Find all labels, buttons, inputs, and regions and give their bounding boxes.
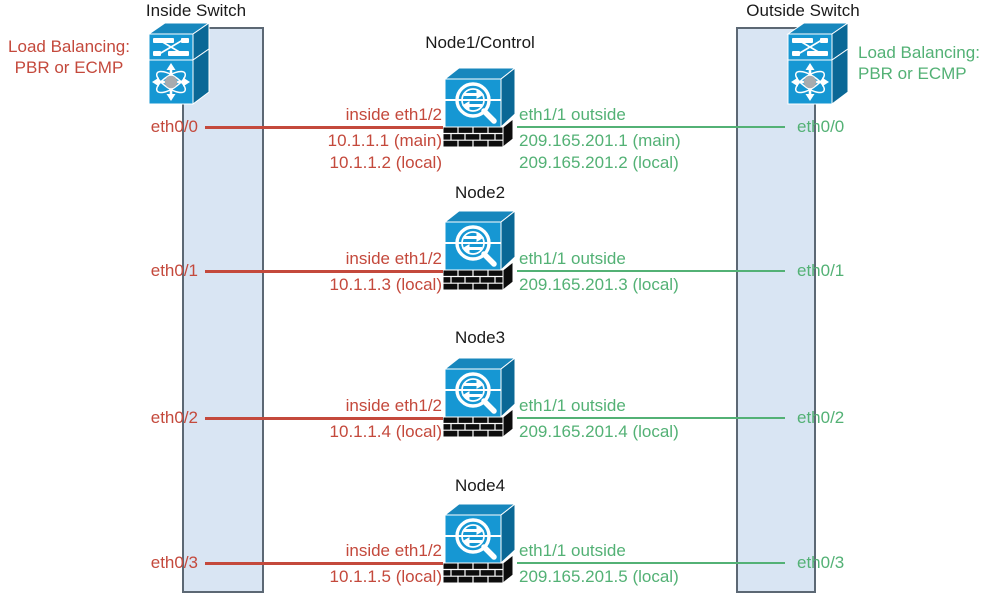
node3-outside-ip-local: 209.165.201.4 (local) (519, 422, 679, 441)
inside-link-node4 (205, 562, 443, 565)
outside-link-node4 (517, 562, 785, 565)
node2-inside-interface-label: inside eth1/2 (345, 249, 442, 268)
outside-load-balancing-line1: Load Balancing: (858, 43, 980, 62)
node2-outside-ip-local: 209.165.201.3 (local) (519, 275, 679, 294)
node3-title: Node3 (454, 328, 506, 347)
node3-outside-interface-label: eth1/1 outside (519, 396, 626, 415)
node3-inside-ip-list: 10.1.1.4 (local) (250, 421, 442, 443)
node1-inside-ip-list: 10.1.1.1 (main) 10.1.1.2 (local) (250, 130, 442, 174)
node1-outside-ip-list: 209.165.201.1 (main) 209.165.201.2 (loca… (519, 130, 729, 174)
outside-port-label-eth0-2: eth0/2 (797, 408, 845, 427)
node4-inside-interface-label: inside eth1/2 (345, 541, 442, 560)
inside-link-node2 (205, 270, 443, 273)
node2-firewall-icon (443, 210, 517, 290)
inside-port-label-eth0-1: eth0/1 (150, 261, 198, 280)
outside-load-balancing-label: Load Balancing: PBR or ECMP (858, 42, 994, 84)
outside-port-label-eth0-0: eth0/0 (797, 117, 845, 136)
node4-inside-ip-list: 10.1.1.5 (local) (250, 566, 442, 588)
node3-outside-ip-list: 209.165.201.4 (local) (519, 421, 729, 443)
node2-inside-ip-list: 10.1.1.3 (local) (250, 274, 442, 296)
node2-inside-ip-local: 10.1.1.3 (local) (329, 275, 442, 294)
node1-outside-ip-local: 209.165.201.2 (local) (519, 153, 679, 172)
node1-inside-ip-local: 10.1.1.2 (local) (329, 153, 442, 172)
node1-firewall-icon (443, 67, 517, 147)
inside-load-balancing-line1: Load Balancing: (8, 37, 130, 56)
inside-port-label-eth0-3: eth0/3 (150, 553, 198, 572)
node2-title: Node2 (454, 183, 506, 202)
node4-inside-ip-local: 10.1.1.5 (local) (329, 567, 442, 586)
node1-inside-ip-main: 10.1.1.1 (main) (327, 131, 442, 150)
inside-link-node3 (205, 417, 443, 420)
node4-outside-ip-list: 209.165.201.5 (local) (519, 566, 729, 588)
outside-load-balancing-line2: PBR or ECMP (858, 64, 967, 83)
node1-title: Node1/Control (425, 33, 535, 52)
outside-port-label-eth0-3: eth0/3 (797, 553, 845, 572)
node3-firewall-icon (443, 357, 517, 437)
outside-port-label-eth0-1: eth0/1 (797, 261, 845, 280)
outside-switch-icon (786, 22, 852, 106)
inside-switch-title: Inside Switch (145, 1, 247, 20)
node4-firewall-icon (443, 503, 517, 583)
inside-network-band (182, 27, 264, 593)
node1-inside-interface-label: inside eth1/2 (345, 105, 442, 124)
inside-link-node1 (205, 126, 443, 129)
inside-load-balancing-label: Load Balancing: PBR or ECMP (0, 36, 138, 78)
inside-switch-icon (147, 22, 213, 106)
outside-link-node1 (517, 126, 785, 129)
outside-switch-title: Outside Switch (746, 1, 860, 20)
node1-outside-ip-main: 209.165.201.1 (main) (519, 131, 681, 150)
node1-outside-interface-label: eth1/1 outside (519, 105, 626, 124)
node4-outside-ip-local: 209.165.201.5 (local) (519, 567, 679, 586)
node2-outside-interface-label: eth1/1 outside (519, 249, 626, 268)
node3-inside-interface-label: inside eth1/2 (345, 396, 442, 415)
node4-outside-interface-label: eth1/1 outside (519, 541, 626, 560)
node4-title: Node4 (454, 476, 506, 495)
outside-link-node3 (517, 417, 785, 420)
outside-link-node2 (517, 270, 785, 273)
inside-port-label-eth0-2: eth0/2 (150, 408, 198, 427)
outside-network-band (736, 27, 816, 593)
node3-inside-ip-local: 10.1.1.4 (local) (329, 422, 442, 441)
inside-load-balancing-line2: PBR or ECMP (14, 58, 124, 77)
node2-outside-ip-list: 209.165.201.3 (local) (519, 274, 729, 296)
inside-port-label-eth0-0: eth0/0 (150, 117, 198, 136)
